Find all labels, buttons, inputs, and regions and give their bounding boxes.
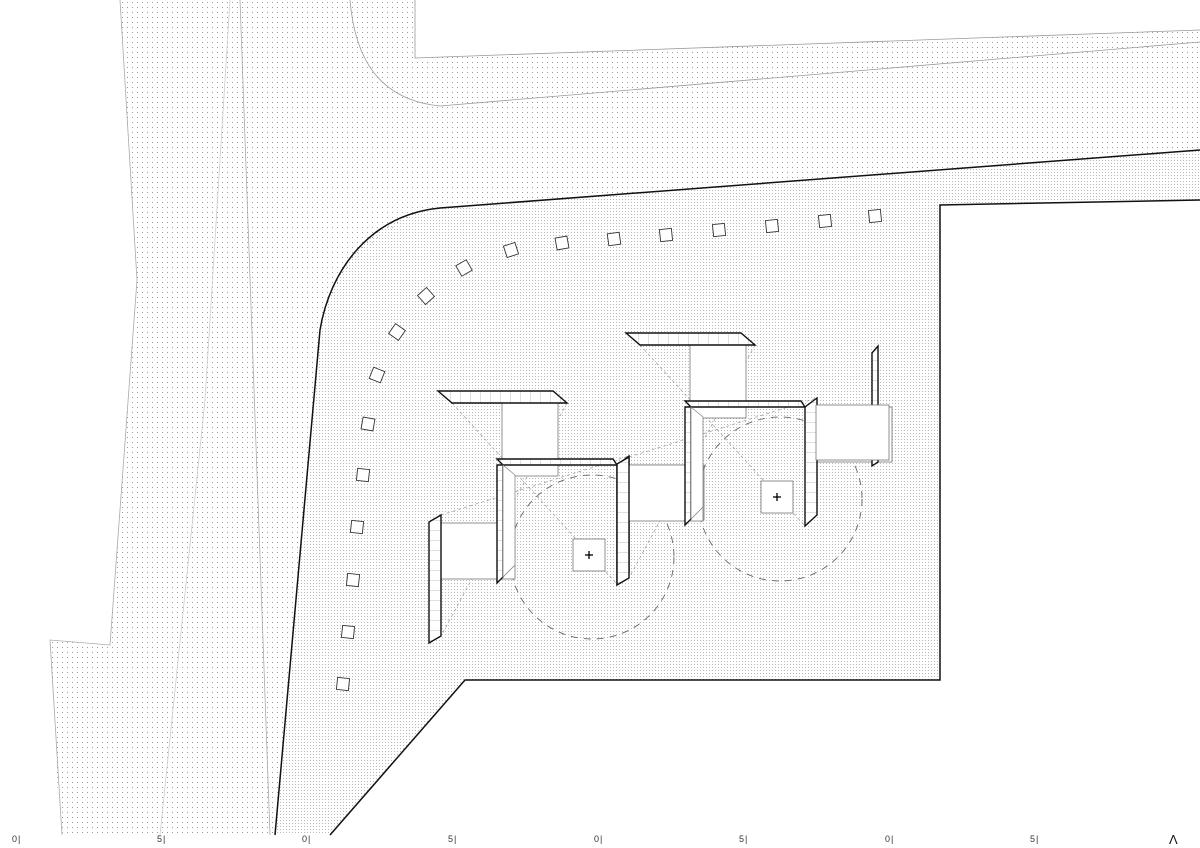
scale-label: 0|: [885, 834, 895, 844]
street-top: [240, 0, 1200, 835]
street-left: [50, 0, 270, 835]
scale-label: 5|: [157, 834, 167, 844]
scale-label: 0|: [302, 834, 312, 844]
north-arrow-icon: Λ: [1169, 832, 1178, 847]
plaza: [275, 150, 1200, 835]
scale-label: 0|: [12, 834, 22, 844]
scale-label: 0|: [594, 834, 604, 844]
scale-label: 5|: [1030, 834, 1040, 844]
tree-row: [335, 208, 883, 692]
scale-label: 5|: [739, 834, 749, 844]
scale-label: 5|: [448, 834, 458, 844]
